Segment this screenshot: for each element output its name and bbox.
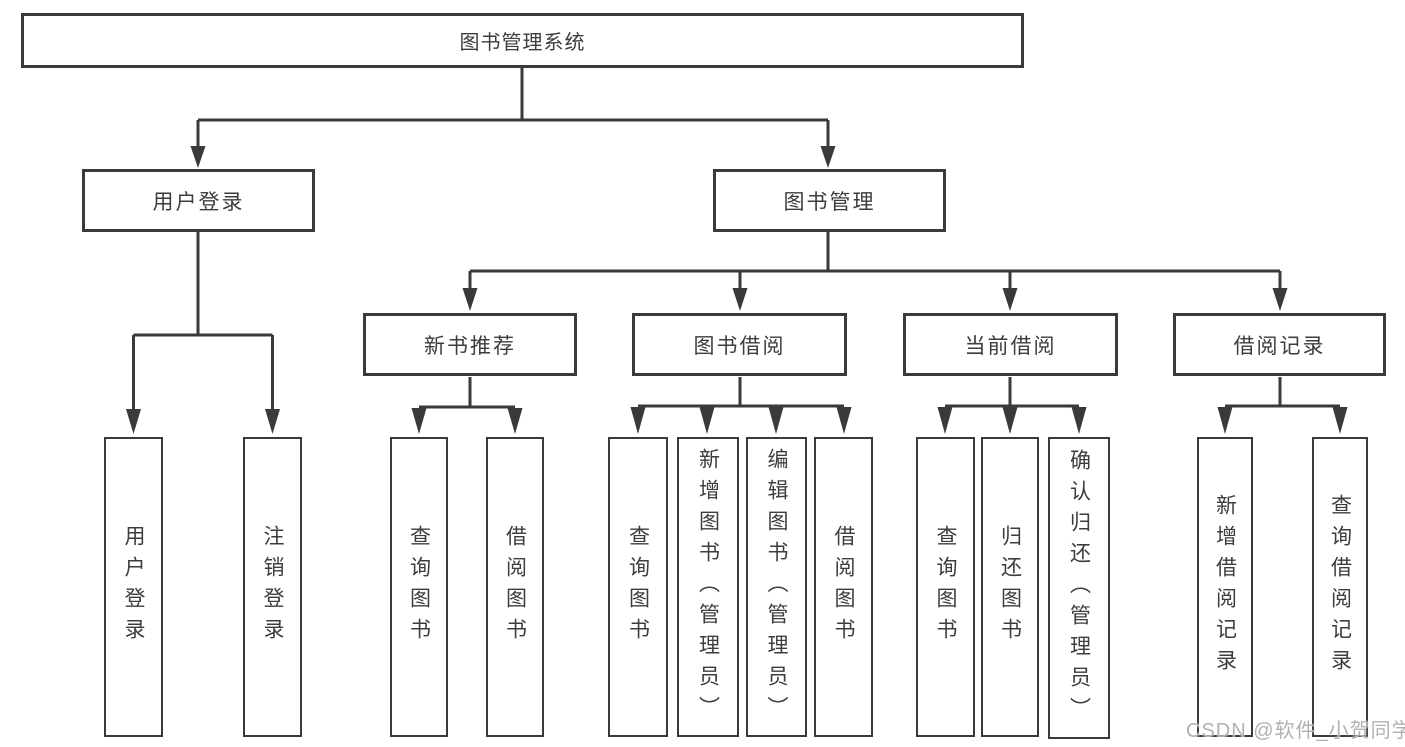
leaf-confirm-return-admin-label: 确认归还（管理员）	[1067, 448, 1091, 728]
arrow-down-icon	[820, 146, 836, 168]
leaf-query-books-recommend: 查询图书	[390, 437, 448, 737]
arrow-down-icon	[462, 288, 478, 311]
node-borrow-records: 借阅记录	[1173, 313, 1386, 376]
leaf-query-books-borrow-label: 查询图书	[626, 525, 650, 649]
leaf-add-borrow-record: 新增借阅记录	[1197, 437, 1253, 737]
arrow-down-icon	[1272, 288, 1288, 311]
leaf-query-books-current: 查询图书	[916, 437, 975, 737]
node-borrow-records-label: 借阅记录	[1233, 334, 1326, 358]
node-book-management-label: 图书管理	[783, 190, 876, 214]
arrow-down-icon	[937, 407, 953, 434]
leaf-return-books: 归还图书	[981, 437, 1039, 737]
leaf-borrow-books-recommend: 借阅图书	[486, 437, 544, 737]
leaf-user-login: 用户登录	[104, 437, 163, 737]
arrow-down-icon	[190, 146, 206, 168]
node-root-label: 图书管理系统	[459, 32, 586, 54]
arrow-down-icon	[630, 407, 646, 434]
node-current-borrow: 当前借阅	[903, 313, 1118, 376]
arrow-down-icon	[1002, 288, 1018, 311]
leaf-query-books-recommend-label: 查询图书	[407, 525, 431, 649]
node-user-login-label: 用户登录	[152, 190, 245, 214]
node-current-borrow-label: 当前借阅	[964, 334, 1057, 358]
leaf-user-login-label: 用户登录	[122, 525, 145, 649]
leaf-add-books-admin-label: 新增图书（管理员）	[696, 447, 720, 727]
arrow-down-icon	[265, 409, 280, 434]
node-book-borrow: 图书借阅	[632, 313, 847, 376]
leaf-add-borrow-record-label: 新增借阅记录	[1213, 494, 1237, 680]
arrow-down-icon	[126, 409, 141, 434]
node-root: 图书管理系统	[21, 13, 1024, 68]
leaf-logout-login: 注销登录	[243, 437, 302, 737]
arrow-down-icon	[411, 408, 427, 434]
node-book-management: 图书管理	[713, 169, 946, 232]
arrow-down-icon	[1002, 407, 1018, 434]
node-new-book-recommend-label: 新书推荐	[424, 334, 516, 358]
arrow-down-icon	[1332, 407, 1348, 434]
leaf-borrow-books-label: 借阅图书	[832, 525, 855, 649]
arrow-down-icon	[768, 407, 784, 434]
leaf-query-books-current-label: 查询图书	[934, 525, 957, 649]
leaf-confirm-return-admin: 确认归还（管理员）	[1048, 437, 1110, 739]
node-user-login: 用户登录	[82, 169, 315, 232]
leaf-borrow-books-recommend-label: 借阅图书	[503, 525, 527, 649]
leaf-borrow-books: 借阅图书	[814, 437, 873, 737]
watermark: CSDN @软件_小贺同学	[1186, 720, 1405, 742]
node-book-borrow-label: 图书借阅	[693, 334, 786, 358]
arrow-down-icon	[699, 407, 715, 434]
leaf-query-books-borrow: 查询图书	[608, 437, 668, 737]
leaf-return-books-label: 归还图书	[998, 525, 1022, 649]
leaf-edit-books-admin: 编辑图书（管理员）	[746, 437, 807, 737]
arrow-down-icon	[732, 288, 748, 311]
arrow-down-icon	[836, 407, 852, 434]
node-new-book-recommend: 新书推荐	[363, 313, 577, 376]
leaf-query-borrow-record-label: 查询借阅记录	[1328, 494, 1352, 680]
arrow-down-icon	[1217, 407, 1233, 434]
arrow-down-icon	[1071, 407, 1087, 434]
leaf-edit-books-admin-label: 编辑图书（管理员）	[765, 447, 788, 727]
arrow-down-icon	[507, 408, 523, 434]
leaf-add-books-admin: 新增图书（管理员）	[677, 437, 739, 737]
leaf-query-borrow-record: 查询借阅记录	[1312, 437, 1368, 737]
leaf-logout-login-label: 注销登录	[261, 525, 284, 649]
